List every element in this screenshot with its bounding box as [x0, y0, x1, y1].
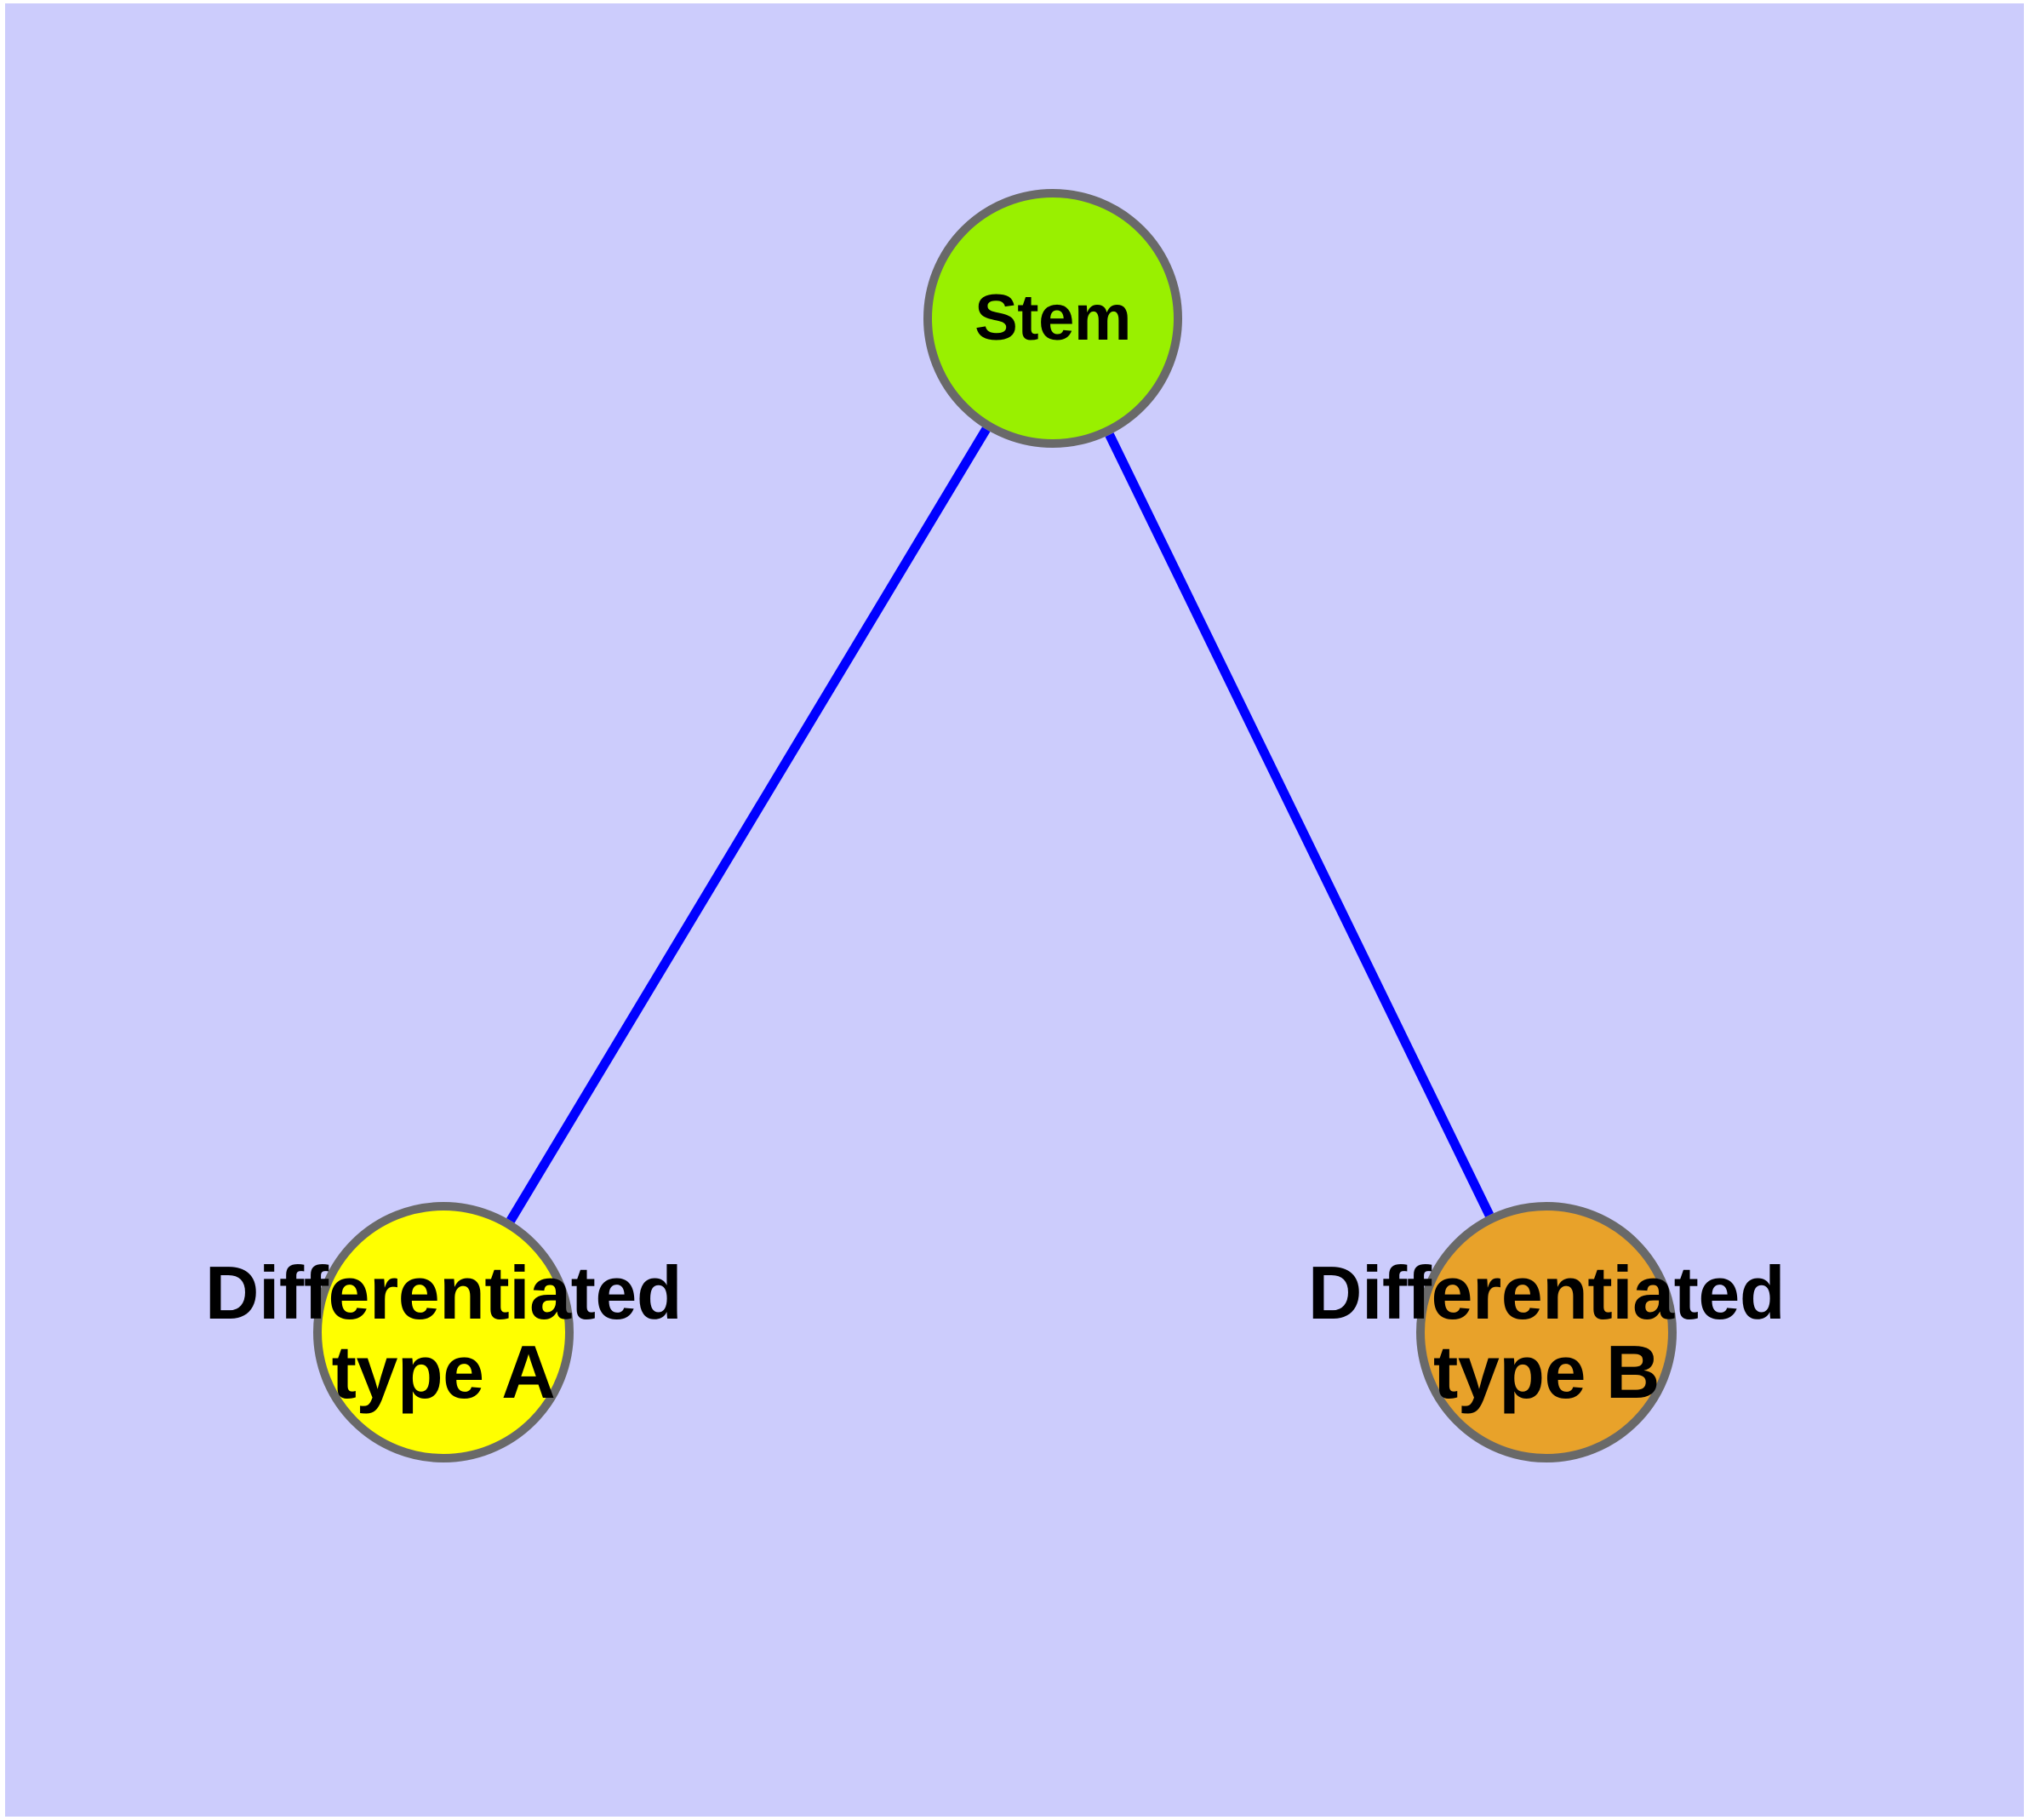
- edge-layer: [506, 426, 1494, 1223]
- node-differentiated-type-a-label-line-1: Differentiated: [204, 1250, 683, 1335]
- node-differentiated-type-a-label-line-2: type A: [331, 1329, 556, 1414]
- node-differentiated-type-a-label: Differentiated type A: [18, 1250, 869, 1414]
- node-differentiated-type-b-label-line-2: type B: [1433, 1329, 1660, 1414]
- node-differentiated-type-b-circle[interactable]: [1416, 1202, 1677, 1462]
- edge-stem-to-differentiated-type-b: [1105, 432, 1494, 1217]
- node-differentiated-type-a-circle[interactable]: [313, 1202, 574, 1462]
- node-stem-label: Stem: [797, 281, 1308, 354]
- node-differentiated-type-b-label-line-1: Differentiated: [1307, 1250, 1786, 1335]
- node-stem-circle[interactable]: [923, 189, 1182, 448]
- edge-stem-to-differentiated-type-a: [506, 426, 991, 1223]
- node-stem-label-line-1: Stem: [974, 281, 1131, 354]
- node-differentiated-type-b-label: Differentiated type B: [1121, 1250, 1972, 1414]
- node-layer: [313, 189, 1677, 1462]
